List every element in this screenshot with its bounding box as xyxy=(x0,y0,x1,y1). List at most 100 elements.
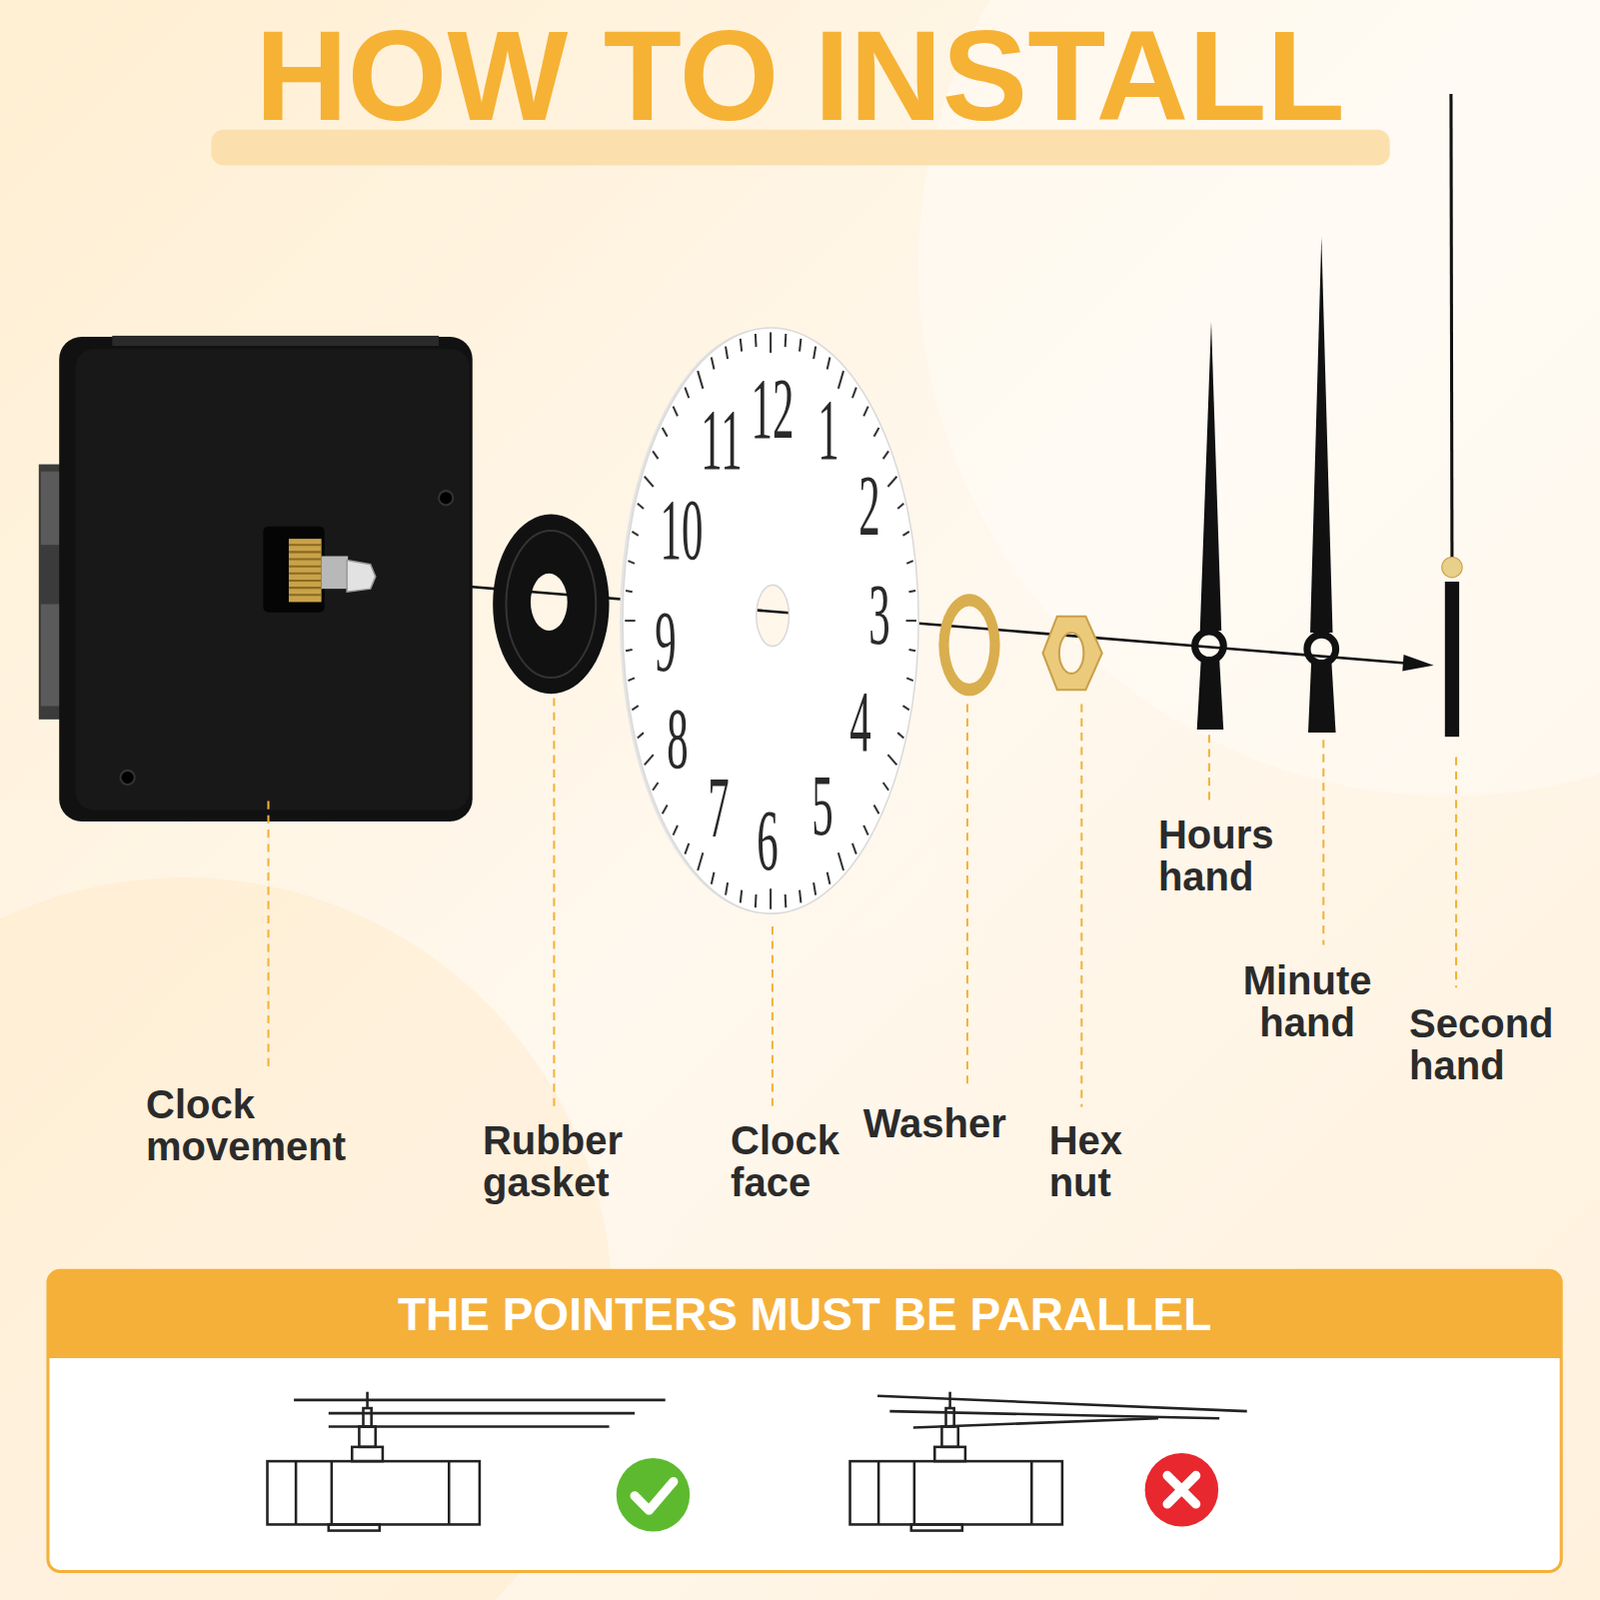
minute-tick xyxy=(740,337,742,351)
hour-numeral: 2 xyxy=(858,464,880,551)
minute-tick xyxy=(887,754,897,765)
hour-numeral: 7 xyxy=(707,765,729,852)
part-name: Second hand xyxy=(1409,1002,1554,1087)
minute-tick xyxy=(908,590,916,592)
minute-tick xyxy=(725,882,728,896)
minute-tick xyxy=(672,824,677,835)
minute-tick xyxy=(684,386,689,398)
hour-numeral: 4 xyxy=(849,679,871,766)
hour-numeral: 9 xyxy=(654,599,676,686)
bottom-panel xyxy=(47,1270,1562,1572)
part-name: Washer xyxy=(863,1102,1007,1145)
minute-tick xyxy=(783,333,787,347)
minute-tick xyxy=(873,804,879,814)
gasket-ridge xyxy=(505,530,596,678)
band-heading: THE POINTERS MUST BE PARALLEL xyxy=(397,1287,1212,1342)
minute-tick xyxy=(882,450,888,459)
minute-tick xyxy=(838,852,844,871)
minute-tick xyxy=(624,619,635,622)
minute-tick xyxy=(838,370,844,389)
minute-tick xyxy=(813,882,816,896)
minute-tick xyxy=(906,677,914,681)
minute-tick xyxy=(652,450,658,459)
minute-tick xyxy=(754,894,758,908)
axis-arrowhead xyxy=(1402,654,1434,671)
header-band: THE POINTERS MUST BE PARALLEL xyxy=(47,1270,1562,1359)
minute-tick xyxy=(672,405,677,416)
minute-tick xyxy=(887,475,897,486)
minute-tick xyxy=(725,345,728,359)
minute-tick xyxy=(644,754,654,765)
parallel-hands-drawing xyxy=(267,1392,666,1532)
minute-tick xyxy=(631,705,638,710)
movement-edge xyxy=(111,335,439,346)
hour-numeral: 6 xyxy=(756,798,778,885)
minute-tick xyxy=(863,405,868,416)
minute-tick xyxy=(902,705,909,710)
minute-tick xyxy=(662,804,668,814)
minute-tick xyxy=(644,475,654,486)
hour-numeral: 11 xyxy=(700,397,742,484)
minute-tick xyxy=(637,732,644,738)
minute-tick xyxy=(826,871,830,884)
minute-hand xyxy=(1307,236,1337,733)
washer xyxy=(938,593,1000,696)
minute-tick xyxy=(631,531,638,536)
clock-movement xyxy=(38,335,473,822)
minute-tick xyxy=(826,356,830,369)
minute-tick xyxy=(905,619,916,622)
movement-face xyxy=(75,348,470,811)
minute-tick xyxy=(637,502,644,508)
cross-mark xyxy=(1145,1453,1220,1528)
minute-tick xyxy=(711,356,715,369)
axis-line xyxy=(469,586,1409,664)
check-mark xyxy=(616,1458,691,1533)
hours-hand xyxy=(1195,321,1225,730)
minute-tick xyxy=(882,782,888,791)
minute-tick xyxy=(697,852,703,871)
minute-tick xyxy=(740,889,742,903)
minute-tick xyxy=(897,732,904,738)
second-hand xyxy=(1442,93,1463,737)
tilted-hands-drawing xyxy=(850,1392,1248,1532)
face-disc xyxy=(622,327,919,914)
hour-numeral: 12 xyxy=(750,367,794,454)
brass-thread xyxy=(288,538,322,602)
part-name: Hours hand xyxy=(1158,813,1275,898)
minute-tick xyxy=(684,843,689,855)
part-name: Clock face xyxy=(730,1119,840,1204)
minute-tick xyxy=(852,386,857,398)
clock-face: 12 12 3 45678 9 1011 xyxy=(619,324,921,917)
hour-numeral: 8 xyxy=(666,696,688,783)
hour-numeral: 5 xyxy=(811,763,833,850)
minute-tick xyxy=(902,531,909,536)
minute-tick xyxy=(799,889,801,903)
movement-hub xyxy=(262,526,324,613)
part-name: Clock movement xyxy=(145,1083,346,1168)
minute-tick xyxy=(625,590,633,592)
minute-tick xyxy=(897,502,904,508)
screw-hole xyxy=(438,490,453,505)
minute-tick xyxy=(627,677,635,681)
title: HOW TO INSTALL xyxy=(0,11,1600,140)
part-name: Rubber gasket xyxy=(482,1119,623,1204)
part-name: Minute hand xyxy=(1243,959,1373,1044)
hour-numeral: 3 xyxy=(868,572,890,659)
minute-tick xyxy=(662,427,668,437)
hour-numeral: 10 xyxy=(660,487,704,574)
minute-tick xyxy=(873,427,879,437)
minute-tick xyxy=(906,560,914,564)
minute-tick xyxy=(852,843,857,855)
minute-tick xyxy=(627,560,635,564)
minute-tick xyxy=(652,782,658,791)
minute-tick xyxy=(813,345,816,359)
hour-numeral: 1 xyxy=(817,387,839,474)
minute-tick xyxy=(625,649,633,651)
shaft xyxy=(321,555,349,589)
minute-tick xyxy=(754,333,758,347)
minute-tick xyxy=(863,824,868,835)
minute-tick xyxy=(711,871,715,884)
hex-nut xyxy=(1043,616,1103,691)
minute-tick xyxy=(769,331,772,353)
